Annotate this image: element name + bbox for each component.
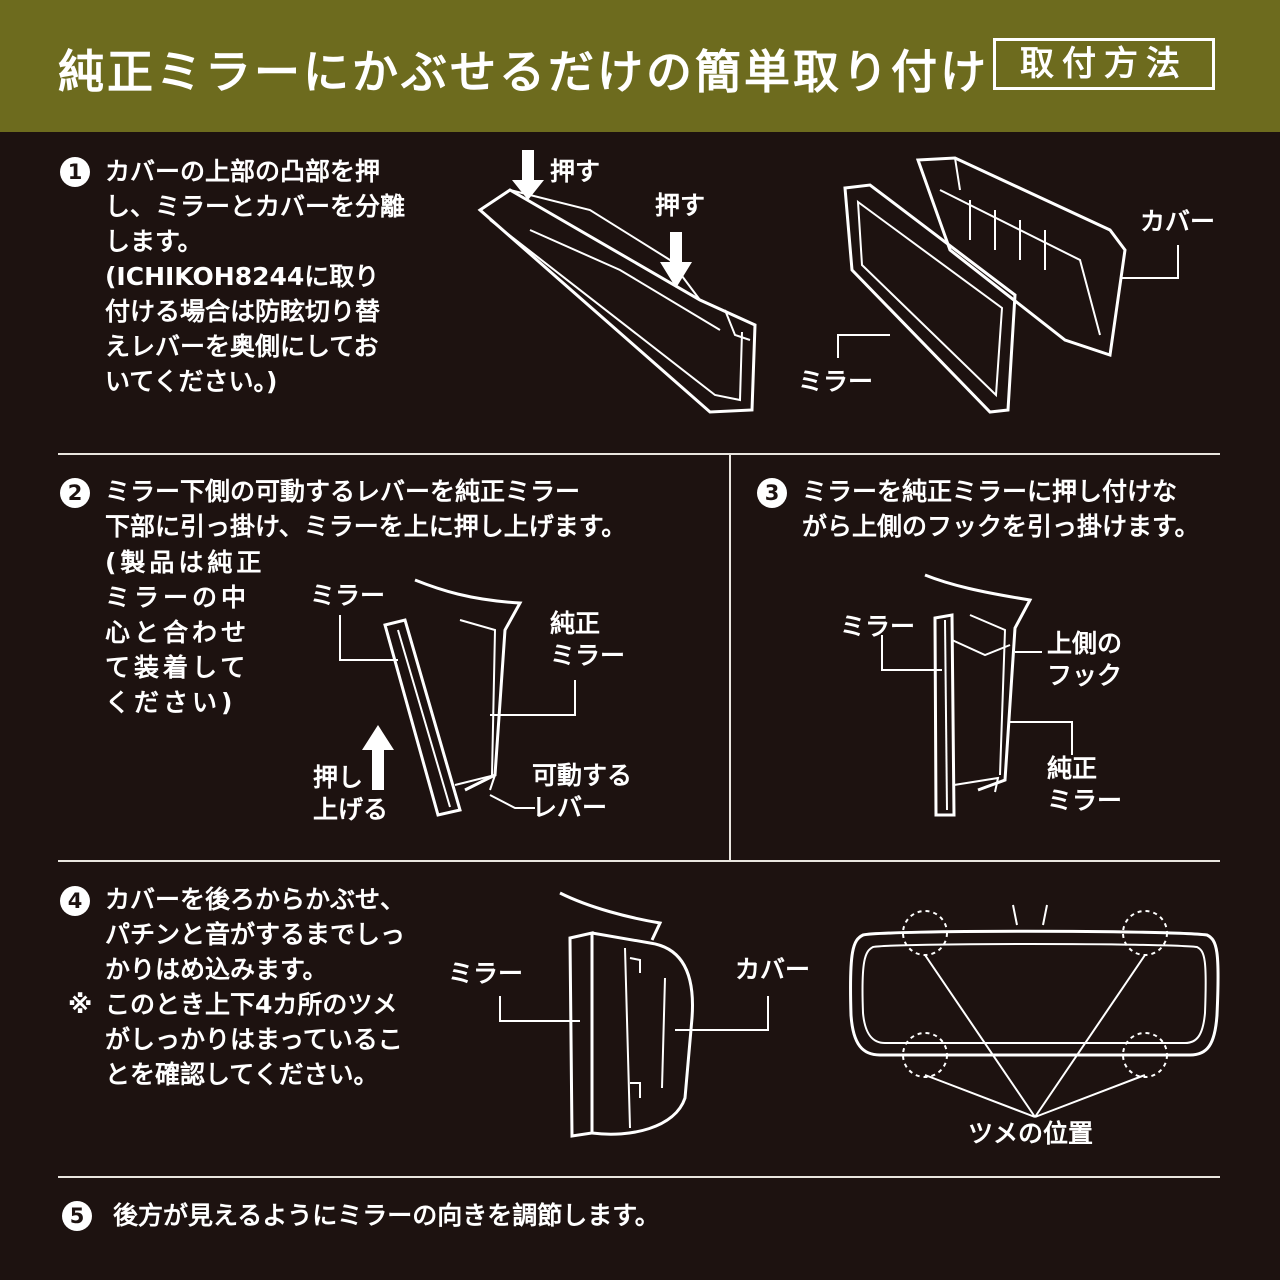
step-3-mirror-label: ミラー (840, 612, 916, 641)
step-4-cover-label: カバー (735, 955, 811, 984)
oem-leader-line (1008, 721, 1073, 755)
header-bar: 純正ミラーにかぶせるだけの簡単取り付け 取付方法 (0, 0, 1280, 132)
push-label-1: 押す (550, 157, 601, 186)
step-3-text: ミラーを純正ミラーに押し付けな がら上側のフックを引っ掛けます。 (802, 477, 1200, 541)
lever-drawing (454, 773, 497, 791)
divider-vertical (729, 455, 731, 860)
mirror-front-drawing (849, 904, 1220, 1057)
page-title: 純正ミラーにかぶせるだけの簡単取り付け (58, 45, 989, 99)
cover-label: カバー (1140, 207, 1216, 236)
cover-drawing (591, 931, 694, 1136)
push-up-label-2: 上げる (313, 795, 389, 824)
step-4-note: このとき上下4カ所のツメ がしっかりはまっているこ とを確認してください。 (105, 990, 403, 1089)
step-3-number: 3 (757, 478, 787, 508)
separated-cover-drawing (915, 156, 1127, 357)
push-arrow-1-icon (512, 150, 544, 200)
step-4-front-illustration (849, 904, 1220, 1118)
step-1-separate-illustration (837, 156, 1179, 414)
step-2-text: ミラー下側の可動するレバーを純正ミラー 下部に引っ掛け、ミラーを上に押し上げます… (105, 477, 627, 541)
step-4-number: 4 (60, 886, 90, 916)
product-mirror-drawing (933, 613, 956, 817)
step-3-oem-label-2: ミラー (1047, 786, 1123, 815)
claw-position-label: ツメの位置 (968, 1119, 1094, 1148)
step-2-oem-label-2: ミラー (550, 641, 626, 670)
claw-bottom-right-icon (1122, 1032, 1168, 1078)
divider-1 (58, 453, 1220, 455)
step-1-text: カバーの上部の凸部を押 し、ミラーとカバーを分離 します。 (ICHIKOH82… (105, 157, 406, 396)
cover-leader-line (1120, 245, 1179, 279)
push-arrow-2-icon (660, 232, 692, 288)
step-2-illustration (339, 578, 576, 817)
step-3-oem-label-1: 純正 (1047, 754, 1098, 783)
mirror-leader-line (837, 334, 890, 358)
step-2-note: (製品は純正 ミラーの中 心と合わせ て装着して ください) (105, 548, 266, 717)
push-label-2: 押す (655, 191, 706, 220)
section-badge: 取付方法 (993, 38, 1215, 90)
mirror-leader-line (339, 615, 398, 661)
lever-drawing (953, 776, 1000, 793)
step-5-text: 後方が見えるようにミラーの向きを調節します。 (113, 1201, 660, 1230)
step-4-note-mark: ※ (68, 990, 93, 1019)
separated-mirror-drawing (843, 183, 1017, 414)
step-4-side-illustration (499, 891, 769, 1138)
step-2-mirror-label: ミラー (310, 581, 386, 610)
hook-label-2: フック (1047, 661, 1123, 690)
push-up-label-1: 押し (313, 763, 364, 792)
mirror-cover-drawing (477, 188, 757, 414)
oem-mirror-drawing (924, 573, 1033, 792)
hook-drawing (951, 639, 1011, 657)
mirror-leader-line (881, 635, 942, 671)
step-1-number: 1 (60, 157, 90, 187)
step-3-illustration (881, 573, 1073, 817)
hook-label-1: 上側の (1047, 629, 1123, 658)
step-5-number: 5 (62, 1201, 92, 1231)
push-up-arrow-icon (362, 725, 394, 790)
step-2-oem-label-1: 純正 (550, 609, 601, 638)
mirror-leader-line (499, 996, 580, 1022)
claw-leader-lines (924, 954, 1146, 1118)
divider-2 (58, 860, 1220, 862)
cover-leader-line (675, 996, 769, 1031)
oem-mirror-drawing (414, 578, 523, 792)
step-4-mirror-label: ミラー (448, 959, 524, 988)
step-1-push-illustration (477, 150, 757, 414)
product-mirror-drawing (383, 618, 462, 817)
mount-arm-drawing (559, 891, 663, 941)
lever-leader-line (489, 794, 535, 809)
product-mirror-drawing (568, 931, 594, 1138)
oem-leader-line (490, 680, 576, 716)
lever-label-2: レバー (532, 793, 608, 822)
claw-bottom-left-icon (902, 1032, 948, 1078)
step-2-number: 2 (60, 478, 90, 508)
divider-3 (58, 1176, 1220, 1178)
mirror-label: ミラー (798, 367, 874, 396)
lever-label-1: 可動する (532, 761, 633, 790)
step-4-text: カバーを後ろからかぶせ、 パチンと音がするまでしっ かりはめ込みます。 (105, 885, 406, 984)
